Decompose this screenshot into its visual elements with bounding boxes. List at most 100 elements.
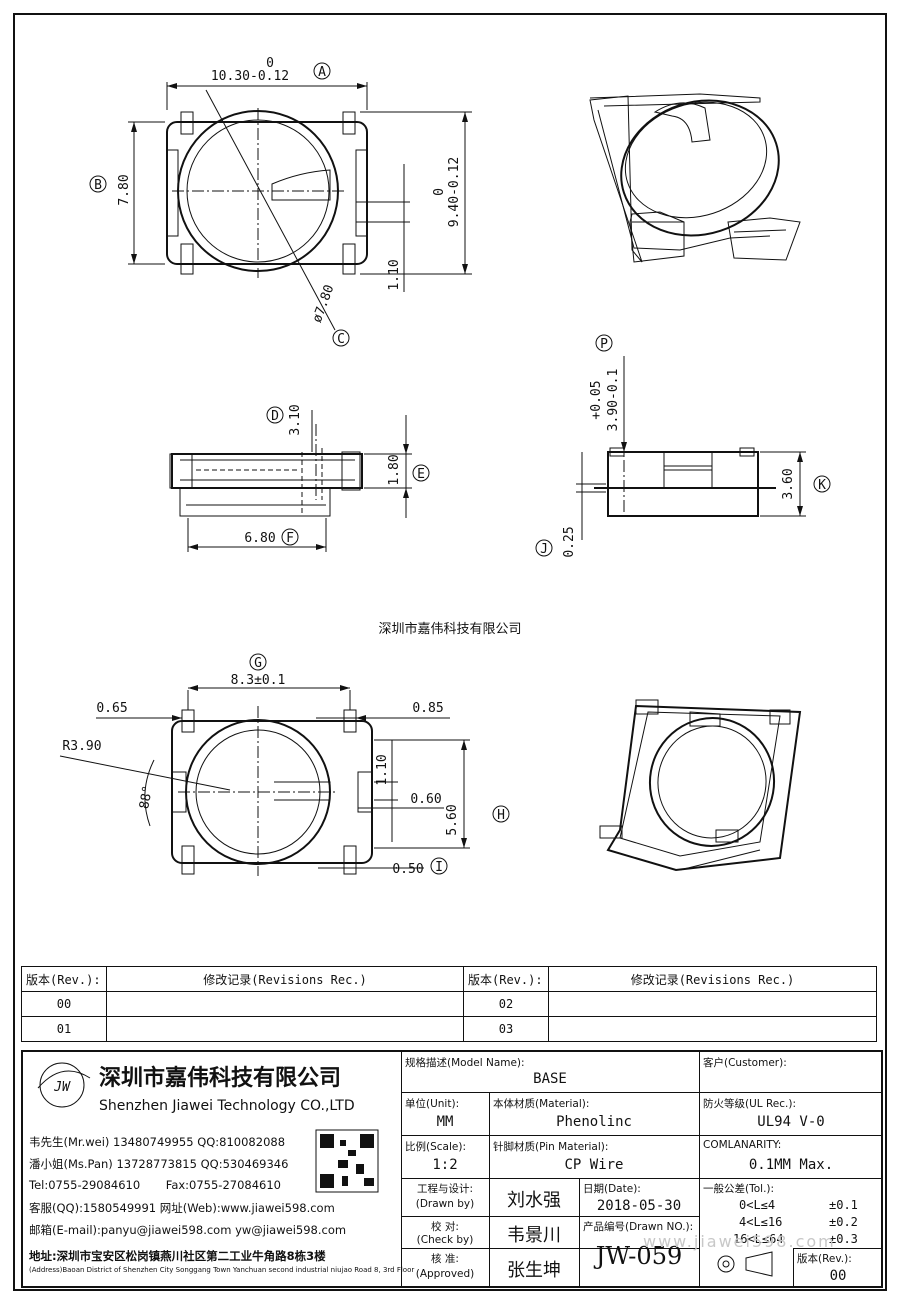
ref-j: J [540, 542, 548, 557]
dim-slot: 1.10 [387, 259, 402, 290]
rev-record-header: 修改记录(Revisions Rec.) [106, 966, 464, 992]
dim-bottom-085: 0.85 [412, 701, 443, 716]
drawing-no-value: JW-059 [595, 1242, 683, 1270]
pin-value: CP Wire [564, 1157, 624, 1173]
dim-dia: ø7.80 [310, 283, 337, 325]
ref-i: I [435, 860, 443, 875]
ref-k: K [818, 478, 826, 493]
ref-b: B [94, 178, 102, 193]
ref-a: A [318, 65, 326, 80]
date-label: 日期(Date): [583, 1183, 641, 1195]
dim-front-j: 0.25 [562, 526, 577, 557]
dim-bottom-065: 0.65 [96, 701, 127, 716]
rev-cell: 01 [21, 1016, 107, 1042]
tolerance-label: 一般公差(Tol.): [703, 1183, 775, 1195]
dim-front-p: 3.90-0.1 [606, 369, 621, 432]
drawn-value: 刘水强 [507, 1190, 561, 1211]
rev-record-header-2: 修改记录(Revisions Rec.) [548, 966, 877, 992]
date-value: 2018-05-30 [596, 1198, 682, 1214]
logo-text: JW [53, 1080, 71, 1095]
dim-right: 9.40-0.12 [447, 157, 462, 227]
check-value: 韦景川 [507, 1225, 561, 1246]
pin-label: 针脚材质(Pin Material): [493, 1141, 609, 1153]
tol-range: 16<L≤64 [733, 1232, 784, 1246]
ref-h: H [497, 808, 505, 823]
qr-code [315, 1129, 379, 1193]
approved-label-en: (Approved) [415, 1268, 475, 1280]
iso-view-bottom [599, 699, 802, 872]
material-value: Phenolinc [556, 1114, 632, 1130]
dim-front-p-tol: +0.05 [589, 380, 604, 419]
ref-g: G [254, 656, 262, 671]
dim-bottom-050: 0.50 [392, 862, 423, 877]
contact-line: 邮箱(E-mail):panyu@jiawei598.com yw@jiawei… [29, 1223, 347, 1237]
company-name-en: Shenzhen Jiawei Technology CO.,LTD [99, 1098, 355, 1114]
material-label: 本体材质(Material): [493, 1098, 590, 1110]
rev-header: 版本(Rev.): [21, 966, 107, 992]
tol-range: 4<L≤16 [739, 1215, 783, 1229]
dim-bottom-060: 0.60 [410, 792, 441, 807]
rev-cell: 00 [21, 991, 107, 1017]
bottom-view: 8.3±0.1 G 0.65 0.85 R3.90 88° 1.10 0.60 … [59, 653, 510, 877]
scale-value: 1:2 [432, 1157, 458, 1173]
address-en: (Address)Baoan District of Shenzhen City… [29, 1266, 415, 1274]
company-name-cn: 深圳市嘉伟科技有限公司 [99, 1066, 342, 1091]
title-block: 深圳市嘉伟科技有限公司 Shenzhen Jiawei Technology C… [21, 1050, 883, 1288]
dim-side-h: 1.80 [387, 454, 402, 485]
address-cn: 地址:深圳市宝安区松岗镇燕川社区第二工业牛角路8栋3楼 [29, 1249, 326, 1263]
ref-e: E [417, 467, 425, 482]
drawing-no-label: 产品编号(Drawn NO.): [583, 1221, 694, 1233]
ref-p: P [600, 337, 608, 352]
dim-bottom-110: 1.10 [375, 754, 390, 785]
ref-f: F [286, 531, 294, 546]
rev-value: 00 [829, 1268, 847, 1284]
dim-bottom-g: 8.3±0.1 [231, 673, 286, 688]
approved-label: 核 准: [431, 1253, 459, 1265]
unit-value: MM [436, 1114, 454, 1130]
model-label: 规格描述(Model Name): [405, 1057, 525, 1069]
revision-table: 版本(Rev.): 修改记录(Revisions Rec.) 版本(Rev.):… [21, 966, 877, 1042]
approved-value: 张生坤 [507, 1260, 561, 1281]
ref-c: C [337, 332, 345, 347]
tol-value: ±0.2 [829, 1215, 858, 1229]
ul-label: 防火等级(UL Rec.): [703, 1098, 796, 1110]
dim-bottom-r: R3.90 [62, 739, 101, 754]
customer-label: 客户(Customer): [703, 1057, 787, 1069]
rev-cell: 02 [463, 991, 549, 1017]
ul-value: UL94 V-0 [757, 1114, 825, 1130]
tol-value: ±0.1 [829, 1198, 858, 1212]
web-watermark: www.jiawei598.com [643, 1232, 836, 1251]
model-value: BASE [533, 1071, 567, 1087]
contact-line: 潘小姐(Ms.Pan) 13728773815 QQ:530469346 [29, 1157, 289, 1171]
iso-view-top [589, 93, 801, 263]
dim-side-w: 6.80 [244, 531, 275, 546]
dim-right-tol: 0 [432, 188, 447, 196]
drawn-label: 工程与设计: [416, 1183, 474, 1195]
dim-width: 10.30-0.12 [211, 69, 289, 84]
rev-cell: 03 [463, 1016, 549, 1042]
check-label: 校 对: [431, 1221, 459, 1233]
front-view: +0.05 3.90-0.1 P 3.60 K 0.25 J [535, 334, 831, 558]
top-view: 0 10.30-0.12 A 7.80 B 0 9.40-0.12 1.10 ø… [89, 56, 472, 347]
ref-d: D [271, 409, 279, 424]
dim-bottom-ang: 88° [137, 785, 156, 811]
drawn-label-en: (Drawn by) [415, 1198, 475, 1210]
tol-range: 0<L≤4 [739, 1198, 776, 1212]
check-label-en: (Check by) [416, 1234, 474, 1246]
dim-front-k: 3.60 [781, 468, 796, 499]
rev-label: 版本(Rev.): [797, 1253, 852, 1265]
rev-header-2: 版本(Rev.): [463, 966, 549, 992]
dim-width-tol: 0 [266, 56, 274, 71]
company-logo: JW [37, 1062, 91, 1108]
side-view: 3.10 D 1.80 E 6.80 F [169, 404, 430, 552]
coplanarity-value: 0.1MM Max. [748, 1157, 834, 1173]
unit-label: 单位(Unit): [405, 1098, 460, 1110]
coplanarity-label: COMLANARITY: [703, 1139, 782, 1151]
contact-line: Tel:0755-29084610 Fax:0755-27084610 [29, 1178, 281, 1192]
contact-line: 客服(QQ):1580549991 网址(Web):www.jiawei598.… [29, 1201, 335, 1215]
tol-value: ±0.3 [829, 1232, 858, 1246]
dim-bottom-560: 5.60 [445, 804, 460, 835]
contact-line: 韦先生(Mr.wei) 13480749955 QQ:810082088 [29, 1135, 286, 1149]
